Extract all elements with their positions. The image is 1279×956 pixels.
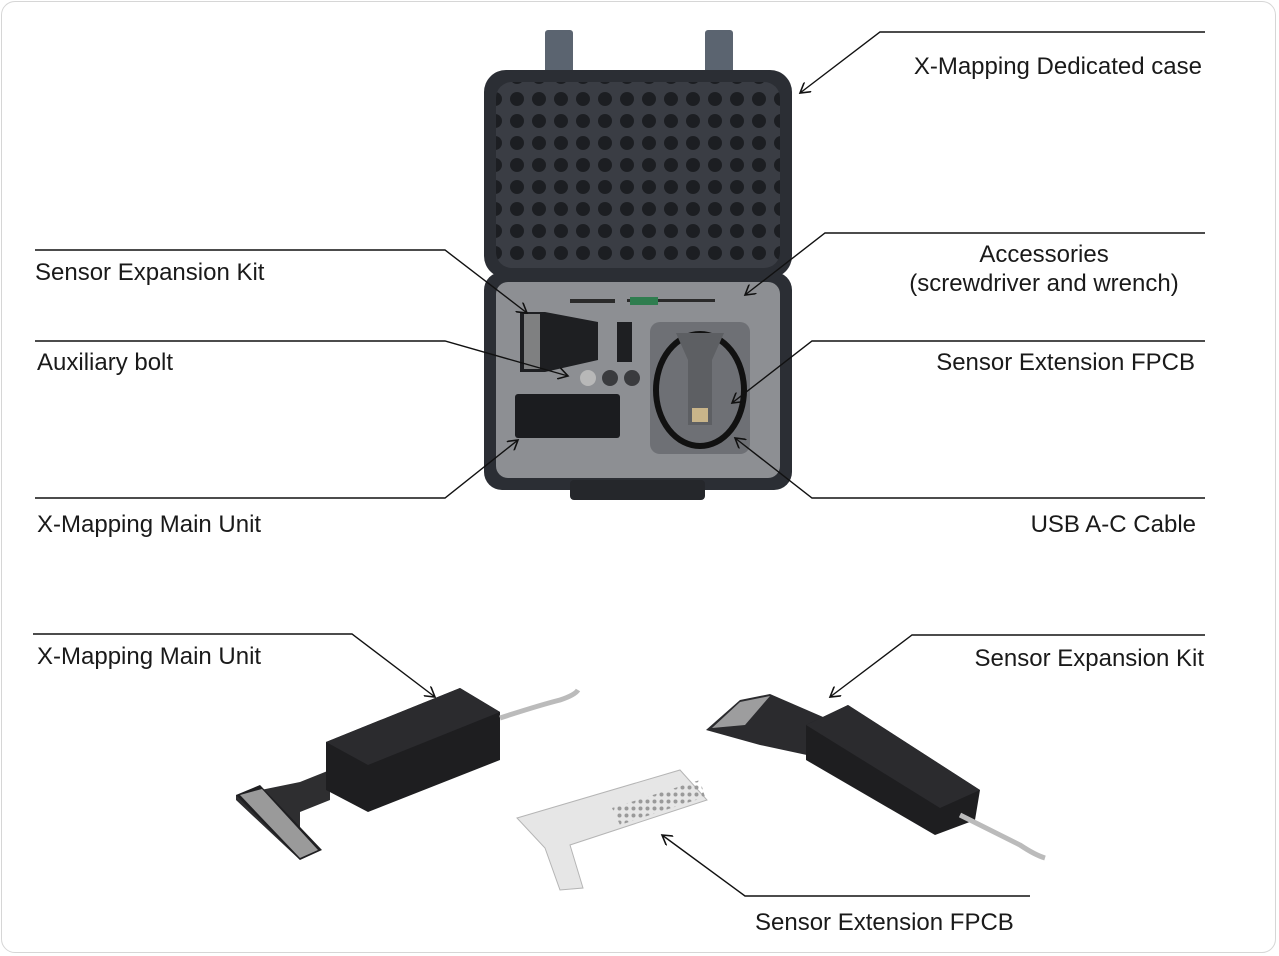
label-accessories-detail: (screwdriver and wrench) [909, 270, 1178, 297]
label-accessories: Accessories [979, 241, 1108, 268]
leader-fpcb-bottom [662, 835, 1030, 897]
sensor-extension-fpcb-in-case [676, 333, 724, 425]
leader-main-unit-top [35, 440, 518, 499]
dedicated-case-image [484, 30, 792, 500]
screwdriver [570, 299, 615, 303]
label-sensor-extension-fpcb-top: Sensor Extension FPCB [936, 349, 1195, 376]
label-main-unit-bottom: X-Mapping Main Unit [37, 643, 261, 670]
label-sensor-expansion-kit-top: Sensor Expansion Kit [35, 259, 265, 286]
main-unit-in-case [515, 394, 620, 438]
label-auxiliary-bolt: Auxiliary bolt [37, 349, 173, 376]
case-handle [570, 480, 705, 500]
sensor-expansion-kit-render [706, 694, 1046, 861]
case-lid-foam [496, 82, 780, 268]
label-sensor-extension-fpcb-bottom: Sensor Extension FPCB [755, 909, 1014, 936]
label-main-unit-top: X-Mapping Main Unit [37, 511, 261, 538]
leader-lines [33, 31, 1205, 897]
leader-accessories [745, 232, 1205, 295]
fpcb-render [516, 769, 708, 891]
auxiliary-bolt-in-case [580, 370, 596, 386]
leader-main-unit-bottom [33, 633, 435, 697]
leader-expansion-kit-bottom [830, 634, 1205, 697]
label-sensor-expansion-kit-bottom: Sensor Expansion Kit [975, 645, 1205, 672]
leader-expansion-kit-top [35, 249, 527, 313]
leader-fpcb-top [732, 340, 1205, 403]
leader-auxiliary-bolt [35, 340, 568, 376]
main-unit-render [236, 688, 581, 860]
label-usb-cable: USB A-C Cable [1031, 511, 1196, 538]
leader-dedicated-case [800, 31, 1205, 93]
label-dedicated-case: X-Mapping Dedicated case [914, 53, 1202, 80]
wrench [627, 299, 715, 302]
expansion-kit-cable [958, 812, 1046, 861]
leader-usb-cable [735, 438, 1205, 499]
main-unit-cable [499, 688, 581, 721]
